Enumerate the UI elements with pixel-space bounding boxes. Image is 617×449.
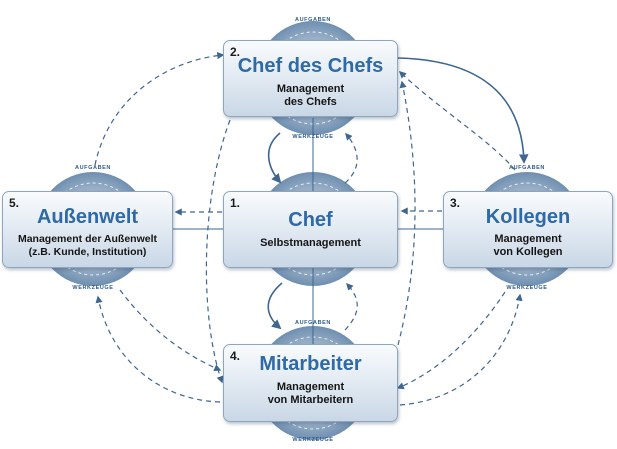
box-number: 4. [230,349,241,363]
box-title: Kollegen [485,206,571,228]
box-chef-des-chefs: 2. Chef des Chefs Management des Chefs [223,40,398,117]
box-subtitle: Management von Kollegen [493,233,563,258]
box-title: Mitarbeiter [259,353,362,375]
box-kollegen: 3. Kollegen Management von Kollegen [443,191,613,268]
box-subtitle: Management der Außenwelt (z.B. Kunde, In… [17,233,158,258]
arrow-aussenwelt-to-chefs [94,51,225,166]
arrow-mitarbeiter-to-aussenwelt [95,295,221,403]
wheel-label-aufgaben: AUFGABEN [295,320,331,326]
box-number: 1. [230,196,241,210]
wheel-label-aufgaben: AUFGABEN [295,17,331,23]
arrow-mitarbeiter-to-kollegen [399,293,523,406]
box-subtitle: Management des Chefs [276,83,345,108]
box-title: Chef des Chefs [237,55,384,77]
box-title: Außenwelt [36,206,139,228]
arrow-mitarbeiter-to-chef [344,282,358,331]
box-number: 5. [9,196,20,210]
box-chef: 1. Chef Selbstmanagement [223,191,398,268]
wheel-label-werkzeuge: WERKZEUGE [506,285,548,291]
arrow-chef-to-chefs [344,132,358,184]
wheel-label-werkzeuge: WERKZEUGE [72,285,114,291]
arrow-chefs-to-kollegen [397,57,529,164]
wheel-label-werkzeuge: WERKZEUGE [292,134,334,140]
arrow-kollegen-to-mitarbeiter [396,291,506,390]
arrow-chefs-to-chef [267,132,282,184]
box-subtitle: Selbstmanagement [260,237,361,249]
box-number: 2. [230,45,241,59]
box-mitarbeiter: 4. Mitarbeiter Management von Mitarbeite… [223,344,398,422]
arrow-aussenwelt-to-mitarbeiter [119,289,222,372]
box-number: 3. [450,196,461,210]
arrow-chef-to-mitarbeiter [267,282,283,330]
arrow-chefs-to-mitarbeiter [205,119,231,384]
box-subtitle: Management von Mitarbeitern [267,381,354,406]
wheel-label-aufgaben: AUFGABEN [509,165,545,171]
arrow-kollegen-to-chefs [398,71,516,171]
wheel-label-aufgaben: AUFGABEN [75,165,111,171]
box-title: Chef [288,209,333,231]
box-aussenwelt: 5. Außenwelt Management der Außenwelt (z… [2,191,173,268]
arrow-mitarbeiter-to-chefs [397,80,416,346]
wheel-label-werkzeuge: WERKZEUGE [292,437,334,443]
